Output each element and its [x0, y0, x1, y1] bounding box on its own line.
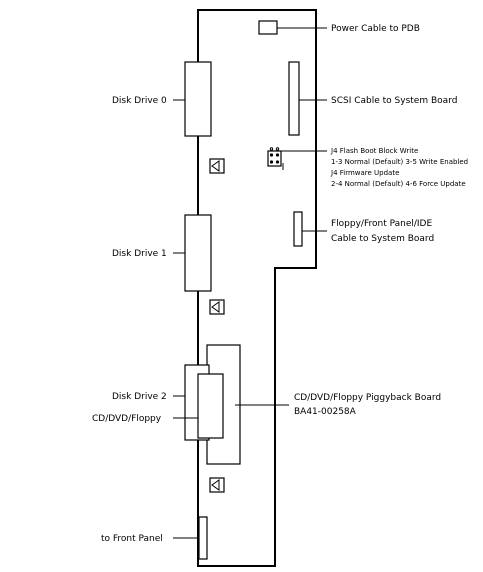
floppy-ide-label-line2: Cable to System Board: [331, 234, 434, 244]
mounting-marker-2: [209, 299, 225, 315]
disk-drive-0-connector: [184, 61, 212, 137]
disk-drive-2-label: Disk Drive 2: [112, 392, 167, 402]
j4-jumper: [267, 147, 284, 170]
mounting-marker-3: [209, 477, 225, 493]
mounting-marker-1: [209, 158, 225, 174]
floppy-ide-label-line1: Floppy/Front Panel/IDE: [331, 219, 432, 229]
j4-label-line4: 2-4 Normal (Default) 4-6 Force Update: [331, 180, 466, 188]
floppy-ide-connector: [293, 211, 303, 247]
piggyback-label-line2: BA41-00258A: [294, 407, 357, 417]
piggyback-label-line1: CD/DVD/Floppy Piggyback Board: [294, 393, 441, 403]
j4-label-line3: J4 Firmware Update: [330, 169, 399, 177]
disk-drive-1-label: Disk Drive 1: [112, 249, 167, 259]
cd-dvd-floppy-label: CD/DVD/Floppy: [92, 414, 162, 424]
front-panel-connector: [198, 516, 208, 560]
power-cable-label: Power Cable to PDB: [331, 24, 420, 34]
cd-dvd-floppy-connector: [197, 373, 224, 439]
front-panel-label: to Front Panel: [101, 534, 163, 544]
scsi-connector: [288, 61, 300, 136]
j4-label-line1: J4 Flash Boot Block Write: [330, 147, 418, 155]
disk-drive-1-connector: [184, 214, 212, 292]
power-connector: [258, 20, 278, 35]
disk-drive-0-label: Disk Drive 0: [112, 96, 167, 106]
j4-label-line2: 1-3 Normal (Default) 3-5 Write Enabled: [331, 158, 468, 166]
scsi-cable-label: SCSI Cable to System Board: [331, 96, 457, 106]
